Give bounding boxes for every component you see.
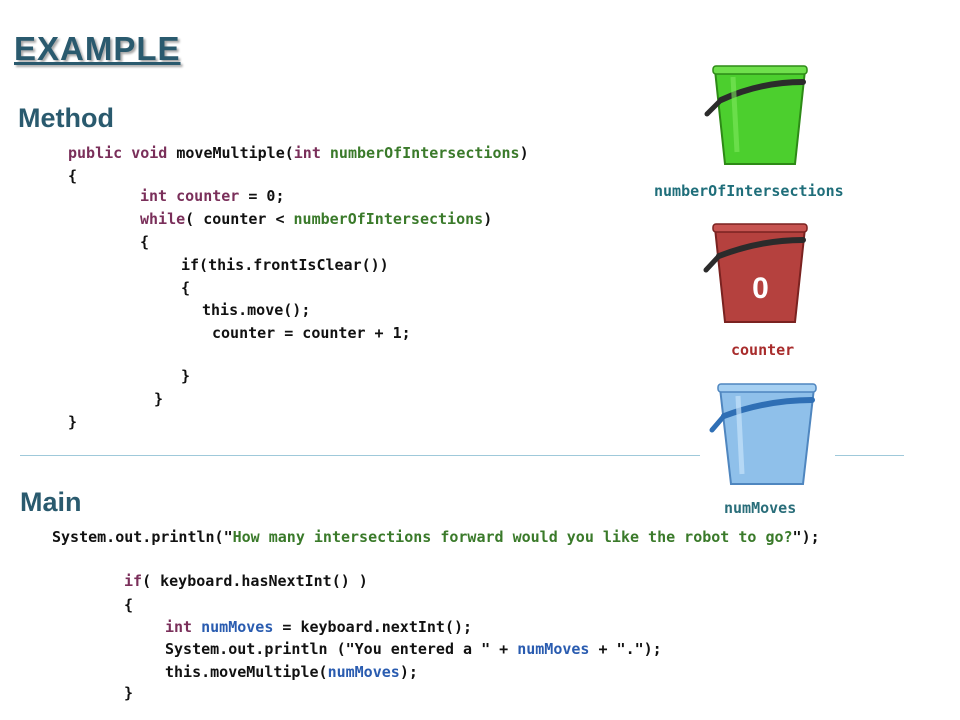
bucket-label-counter: counter bbox=[731, 341, 795, 359]
code-variable: numberOfIntersections bbox=[293, 210, 484, 228]
code-text: ( counter < bbox=[185, 210, 294, 228]
code-variable: numMoves bbox=[517, 640, 590, 658]
code-line-if: if(this.frontIsClear()) bbox=[181, 256, 389, 274]
code-line-open-brace: { bbox=[68, 167, 78, 185]
code-text: ( keyboard.hasNextInt() ) bbox=[142, 572, 368, 590]
code-text: "); bbox=[792, 528, 820, 546]
code-line-main-close: } bbox=[124, 684, 134, 702]
code-text: ) bbox=[483, 210, 493, 228]
code-line-increment: counter = counter + 1; bbox=[212, 324, 411, 342]
code-line-if-close: } bbox=[181, 367, 191, 385]
code-line-while: while( counter < numberOfIntersections) bbox=[140, 212, 492, 227]
code-line-println: System.out.println("How many intersectio… bbox=[52, 530, 820, 545]
code-text: ) bbox=[519, 144, 529, 162]
code-text: System.out.println(" bbox=[52, 528, 233, 546]
code-line-signature: public void moveMultiple(int numberOfInt… bbox=[68, 146, 529, 161]
bucket-icon bbox=[693, 52, 828, 172]
bucket-counter: 0 bbox=[693, 212, 828, 330]
code-keyword: while bbox=[140, 210, 186, 228]
bucket-numMoves bbox=[700, 370, 835, 492]
code-text: System.out.println ("You entered a " + bbox=[165, 640, 518, 658]
slide-title: EXAMPLE bbox=[14, 30, 181, 67]
code-line-move: this.move(); bbox=[202, 301, 311, 319]
code-line-main-if: if( keyboard.hasNextInt() ) bbox=[124, 574, 368, 589]
code-variable: numMoves bbox=[201, 618, 274, 636]
code-text: ); bbox=[399, 663, 418, 681]
code-text: = keyboard.nextInt(); bbox=[273, 618, 473, 636]
code-text: moveMultiple( bbox=[176, 144, 294, 162]
code-line-method-close: } bbox=[68, 413, 78, 431]
code-line-main-open: { bbox=[124, 596, 134, 614]
code-keyword: int bbox=[293, 144, 321, 162]
bucket-icon bbox=[693, 212, 828, 330]
code-text: this.moveMultiple( bbox=[165, 663, 328, 681]
code-string: How many intersections forward would you… bbox=[232, 528, 793, 546]
bucket-numberOfIntersections bbox=[693, 52, 828, 172]
main-heading: Main bbox=[20, 487, 82, 517]
section-divider bbox=[20, 455, 904, 456]
bucket-value-counter: 0 bbox=[752, 272, 769, 305]
code-text: = 0; bbox=[239, 187, 285, 205]
code-keyword: if bbox=[124, 572, 143, 590]
bucket-icon bbox=[700, 370, 835, 492]
code-variable: numberOfIntersections bbox=[329, 144, 520, 162]
method-heading: Method bbox=[18, 103, 114, 133]
code-line-decl: int counter = 0; bbox=[140, 189, 285, 204]
code-line-call: this.moveMultiple(numMoves); bbox=[165, 665, 418, 680]
code-line-main-decl: int numMoves = keyboard.nextInt(); bbox=[165, 620, 472, 635]
code-variable: counter bbox=[176, 187, 240, 205]
code-keyword: public bbox=[68, 144, 123, 162]
code-line-println2: System.out.println ("You entered a " + n… bbox=[165, 642, 662, 657]
bucket-label-numberOfIntersections: numberOfIntersections bbox=[654, 182, 844, 200]
code-text: + "."); bbox=[589, 640, 662, 658]
code-keyword: void bbox=[131, 144, 168, 162]
code-keyword: int bbox=[140, 187, 168, 205]
code-line-while-open: { bbox=[140, 233, 150, 251]
code-line-if-open: { bbox=[181, 279, 191, 297]
code-variable: numMoves bbox=[327, 663, 400, 681]
code-line-while-close: } bbox=[154, 390, 164, 408]
bucket-label-numMoves: numMoves bbox=[724, 499, 797, 517]
code-keyword: int bbox=[165, 618, 193, 636]
